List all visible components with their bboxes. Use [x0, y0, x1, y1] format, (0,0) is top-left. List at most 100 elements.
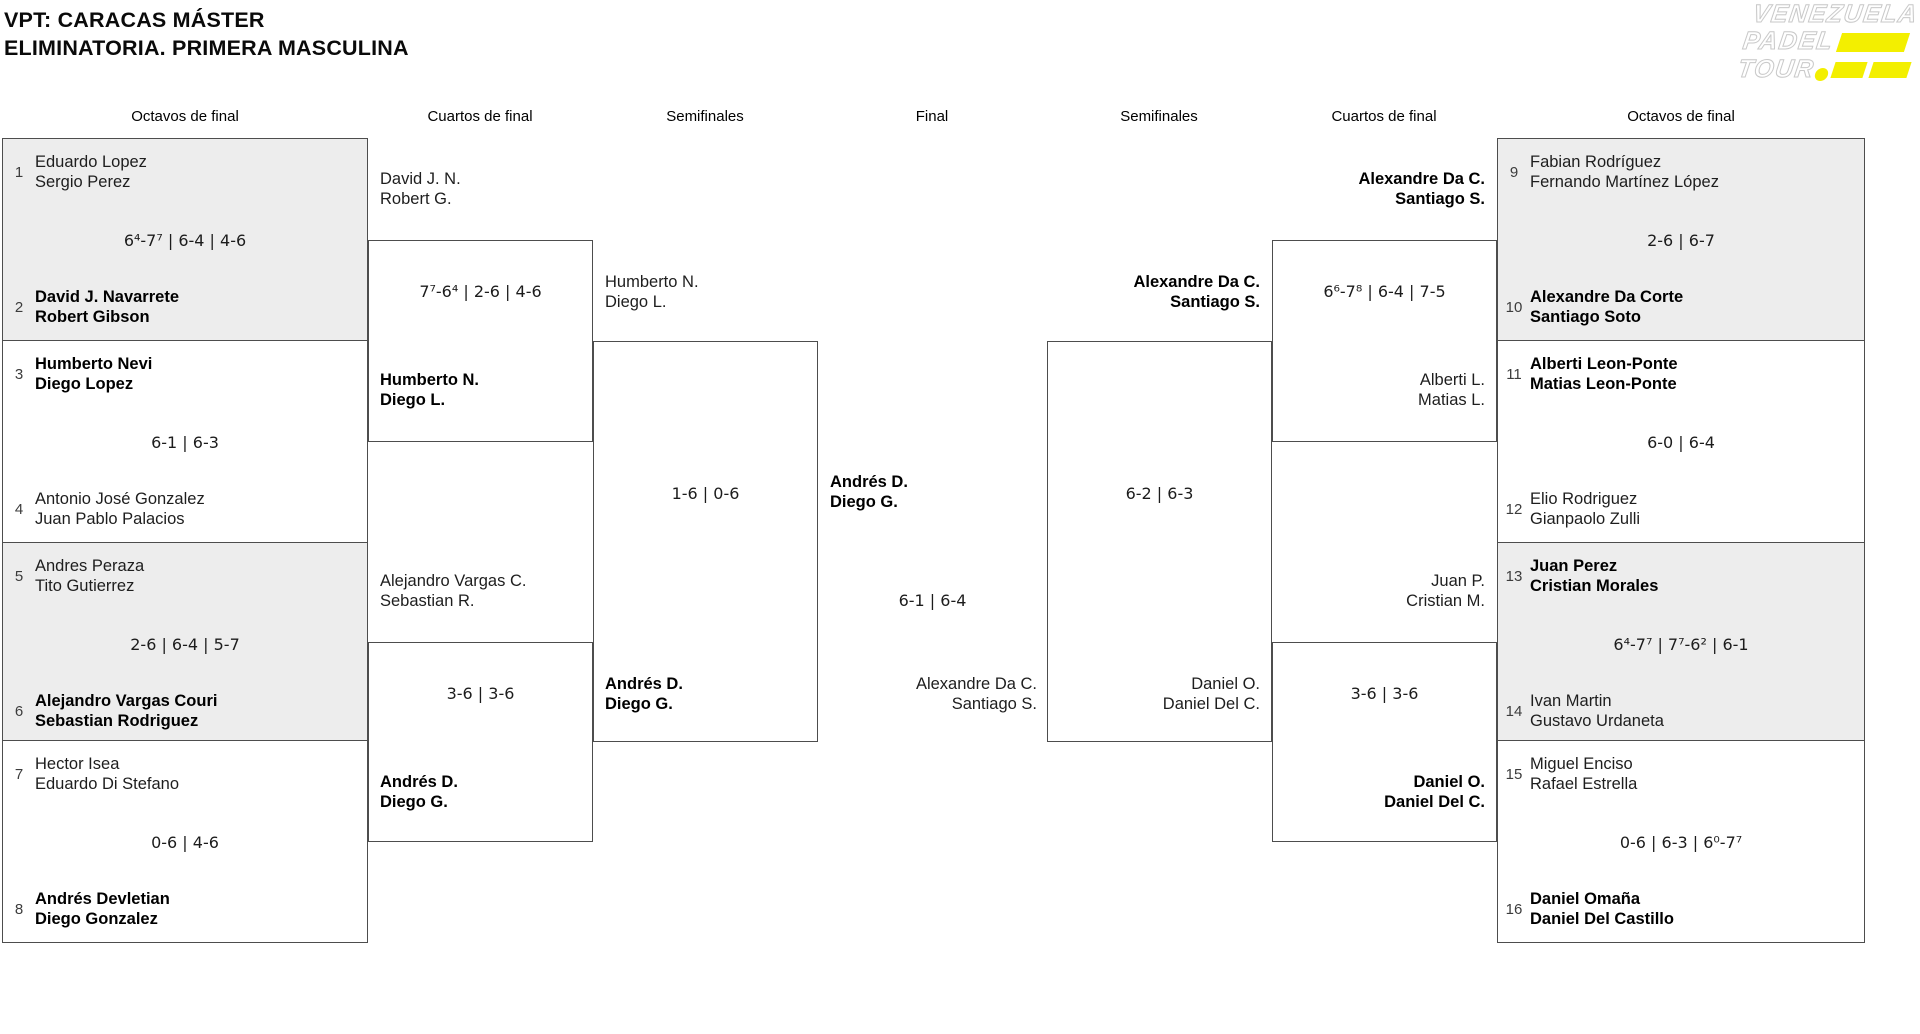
player-name: Fernando Martínez López	[1530, 173, 1719, 191]
seed-number: 7	[14, 765, 24, 783]
player-name: Matias L.	[1418, 391, 1485, 409]
player-name: Hector Isea	[35, 755, 120, 773]
player-name: Robert G.	[380, 190, 452, 208]
player-name: Alexandre Da Corte	[1530, 288, 1684, 306]
page-title-line2: ELIMINATORIA. PRIMERA MASCULINA	[4, 36, 409, 60]
player-name: Robert Gibson	[35, 308, 150, 326]
player-name: Gianpaolo Zulli	[1530, 510, 1641, 528]
player-name: Diego G.	[380, 793, 448, 811]
logo-word-padel: PADEL	[1741, 27, 1836, 56]
player-name: Miguel Enciso	[1530, 755, 1633, 773]
seed-number: 16	[1505, 900, 1523, 918]
round-header-octavos-right: Octavos de final	[1627, 108, 1735, 125]
player-name: Juan Perez	[1530, 557, 1618, 575]
seed-number: 11	[1506, 365, 1522, 383]
seed-number: 6	[14, 702, 24, 720]
player-name: Daniel Del C.	[1162, 695, 1260, 713]
seed-number: 4	[14, 500, 24, 518]
player-name: Andres Peraza	[35, 557, 145, 575]
team-entry: Juan P. Cristian M.	[1272, 571, 1485, 611]
player-name: Andrés Devletian	[35, 890, 170, 908]
seed-number: 3	[14, 365, 24, 383]
player-name: Alejandro Vargas C.	[380, 572, 527, 590]
logo-yellow-bar-left	[1830, 62, 1868, 78]
team-entry-winner: Humberto N.Diego L.	[380, 370, 479, 410]
match-score: 3-6 | 3-6	[1350, 684, 1419, 703]
seed-number: 2	[14, 298, 24, 316]
match-score: 2-6 | 6-7	[1647, 231, 1715, 250]
logo-word-venezuela: VENEZUELA	[1751, 0, 1920, 29]
player-name: Eduardo Lopez	[35, 153, 147, 171]
player-name: Andrés D.	[830, 473, 908, 491]
match-score: 0-6 | 4-6	[151, 833, 219, 852]
player-name: Alexandre Da C.	[1133, 273, 1260, 291]
player-name: Daniel O.	[1413, 773, 1485, 791]
team-entry-winner: Daniel O.Daniel Del C.	[1272, 772, 1485, 812]
round-header-cuartos-right: Cuartos de final	[1331, 108, 1437, 125]
player-name: Rafael Estrella	[1530, 775, 1638, 793]
player-name: Santiago S.	[951, 695, 1037, 713]
player-name: Humberto N.	[605, 273, 699, 291]
team-entry: Alexandre Da C.Santiago S.	[818, 674, 1037, 714]
seed-number: 9	[1509, 163, 1519, 181]
match-score: 6-1 | 6-4	[898, 591, 967, 610]
match-score: 6⁴-7⁷ | 7⁷-6² | 6-1	[1613, 635, 1749, 654]
match-score: 7⁷-6⁴ | 2-6 | 4-6	[419, 282, 542, 301]
venezuela-padel-tour-logo: VENEZUELA PADEL TOUR	[1736, 0, 1920, 86]
logo-yellow-dot	[1813, 68, 1830, 81]
page-title: VPT: CARACAS MÁSTER ELIMINATORIA. PRIMER…	[4, 6, 409, 62]
semifinal-left-box	[593, 341, 818, 742]
player-name: Matias Leon-Ponte	[1530, 375, 1677, 393]
seed-number: 14	[1505, 702, 1523, 720]
seed-number: 15	[1505, 765, 1523, 783]
team-entry: David J. N. Robert G.	[380, 169, 461, 209]
player-name: Cristian M.	[1406, 592, 1485, 610]
player-name: David J. N.	[380, 170, 461, 188]
page-title-line1: VPT: CARACAS MÁSTER	[4, 8, 265, 32]
player-name: Diego G.	[830, 493, 898, 511]
seed-number: 8	[14, 900, 24, 918]
player-name: Diego L.	[605, 293, 667, 311]
team-entry-winner: Andrés D.Diego G.	[380, 772, 458, 812]
player-name: Alexandre Da C.	[1358, 170, 1485, 188]
match-score: 6-1 | 6-3	[151, 433, 219, 452]
player-name: Gustavo Urdaneta	[1530, 712, 1664, 730]
player-name: Diego Gonzalez	[35, 910, 158, 928]
player-name: Tito Gutierrez	[35, 577, 135, 595]
player-name: Alberti L.	[1419, 371, 1485, 389]
player-name: Alejandro Vargas Couri	[35, 692, 218, 710]
player-name: Santiago S.	[1170, 293, 1260, 311]
player-name: Antonio José Gonzalez	[35, 490, 205, 508]
logo-word-tour: TOUR	[1736, 55, 1817, 84]
semifinal-right-box	[1047, 341, 1272, 742]
player-name: Eduardo Di Stefano	[35, 775, 180, 793]
player-name: Juan Pablo Palacios	[35, 510, 185, 528]
team-entry-winner: Alexandre Da C.Santiago S.	[1272, 169, 1485, 209]
team-entry: Alberti L. Matias L.	[1272, 370, 1485, 410]
match-score: 0-6 | 6-3 | 6⁰-7⁷	[1619, 833, 1743, 852]
seed-number: 13	[1505, 567, 1523, 585]
player-name: Juan P.	[1431, 572, 1485, 590]
match-score: 3-6 | 3-6	[446, 684, 515, 703]
seed-number: 12	[1505, 500, 1523, 518]
match-score: 6⁶-7⁸ | 6-4 | 7-5	[1323, 282, 1446, 301]
logo-yellow-bar-right	[1868, 62, 1912, 78]
